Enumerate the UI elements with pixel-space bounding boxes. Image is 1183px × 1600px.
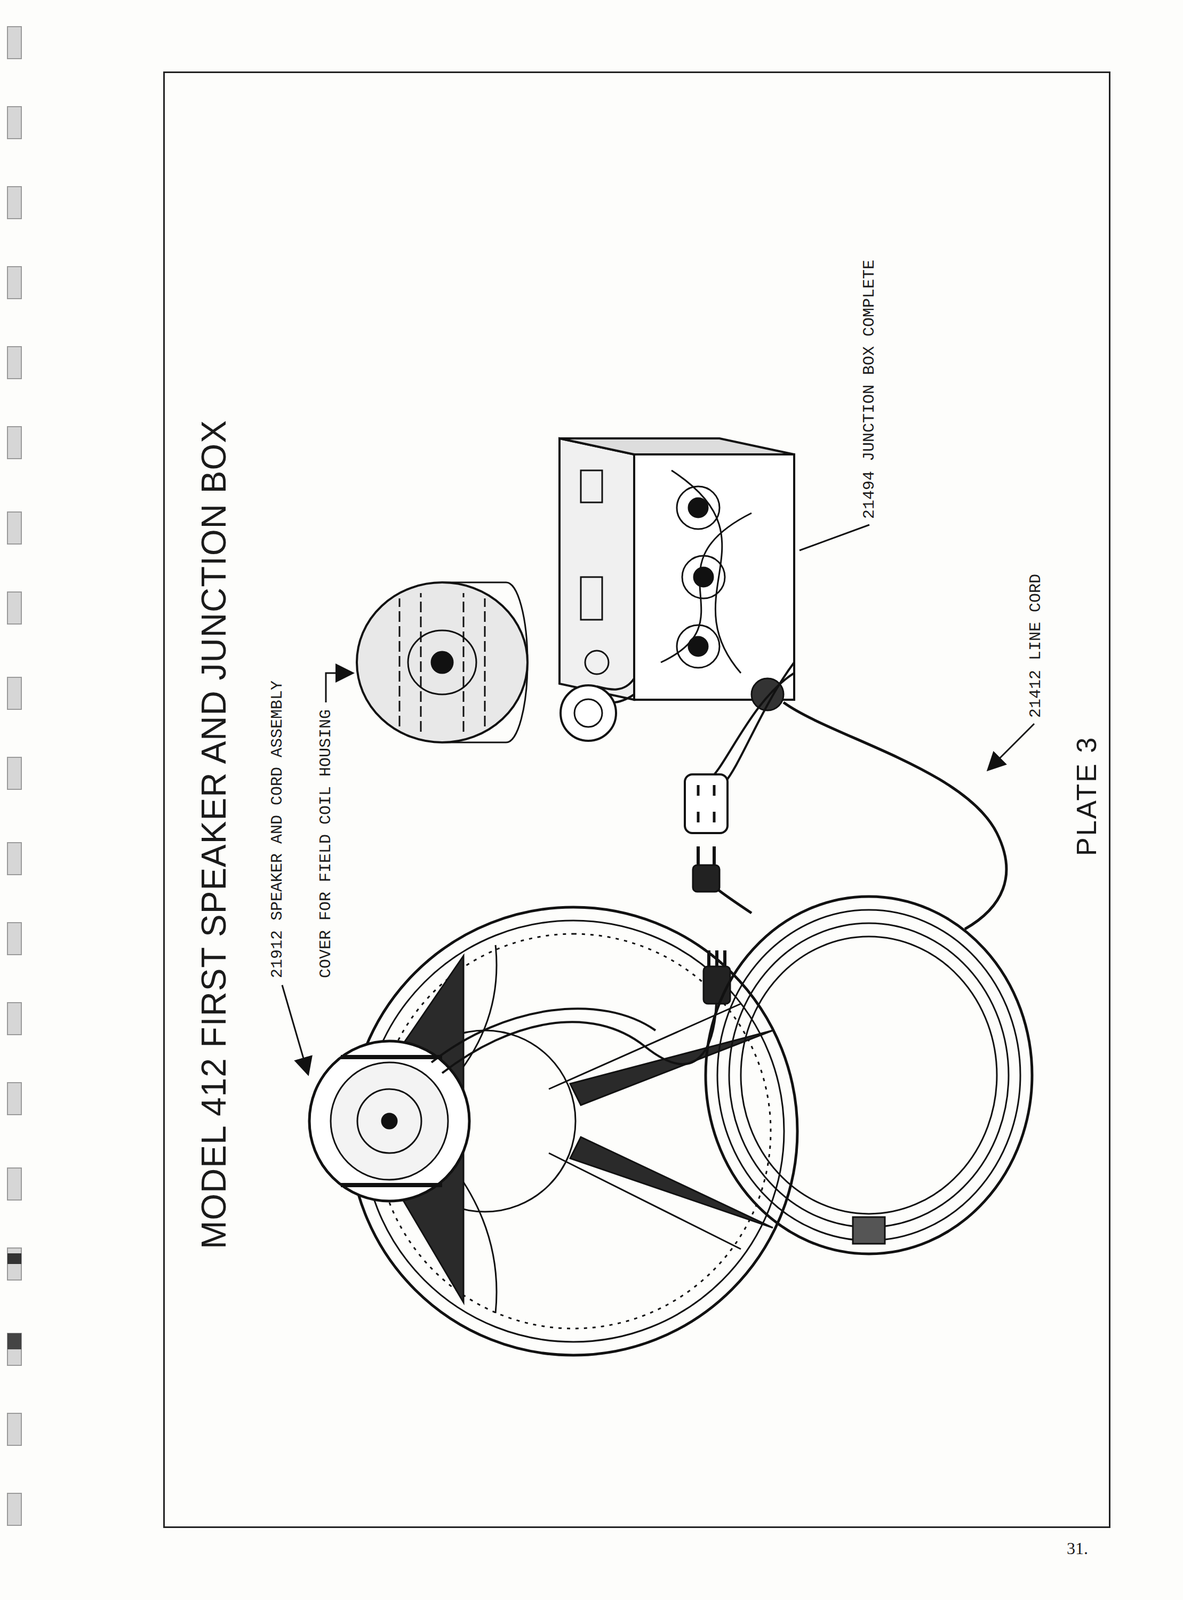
part-label: 21412 LINE CORD — [1027, 573, 1044, 718]
part-label: 21494 JUNCTION BOX COMPLETE — [861, 259, 878, 519]
page-number: 31. — [1066, 1539, 1089, 1557]
part-label: 21912 SPEAKER AND CORD ASSEMBLY — [269, 680, 286, 979]
plate-number: PLATE 3 — [1072, 736, 1101, 857]
plate-title: MODEL 412 FIRST SPEAKER AND JUNCTION BOX — [196, 419, 231, 1250]
part-label: COVER FOR FIELD COIL HOUSING — [317, 709, 334, 979]
plate-frame: MODEL 412 FIRST SPEAKER AND JUNCTION BOX… — [163, 71, 1111, 1529]
binder-holes — [0, 0, 65, 1600]
illustration — [164, 69, 1113, 1527]
